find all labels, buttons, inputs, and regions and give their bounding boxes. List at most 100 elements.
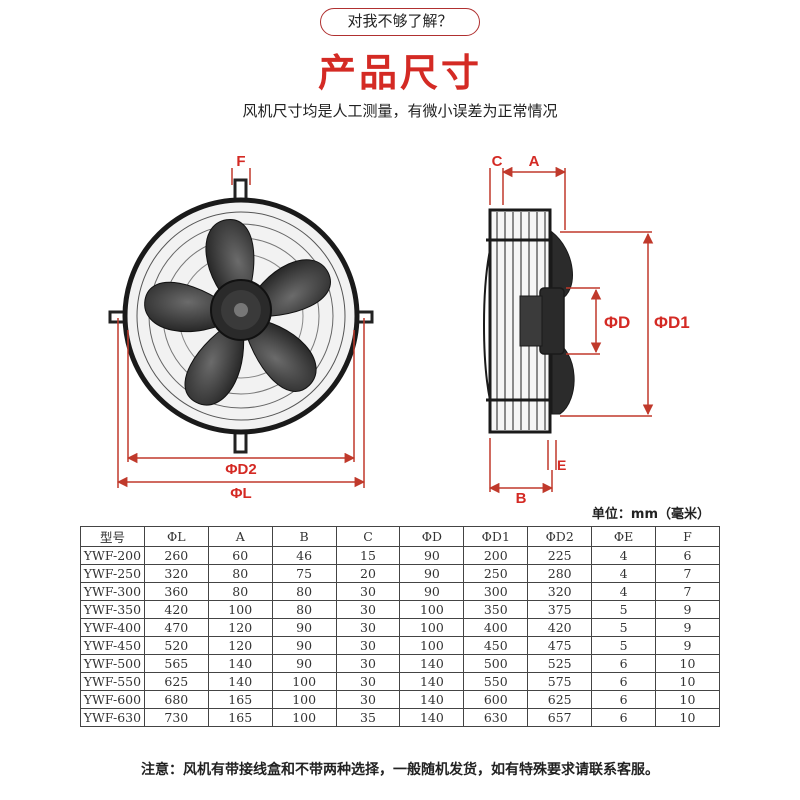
dimension-cell: 30 [335,582,401,601]
dimension-cell: 525 [527,654,593,673]
dimension-cell: 320 [527,582,593,601]
dimension-cell: 30 [335,690,401,709]
dimension-cell: 30 [335,618,401,637]
dimension-cell: 5 [591,600,657,619]
dimension-cell: 475 [527,636,593,655]
dimension-cell: 400 [463,618,529,637]
dimension-cell: 9 [655,636,720,655]
dimension-cell: 600 [463,690,529,709]
model-cell: YWF-450 [80,636,145,655]
dimension-cell: 100 [271,690,337,709]
dimension-cell: 320 [143,564,209,583]
table-header-cell: A [207,526,273,547]
dimension-cell: 100 [399,636,465,655]
dimension-cell: 100 [207,600,273,619]
dim-label-a: A [529,153,540,170]
dimension-cell: 520 [143,636,209,655]
dim-label-e: E [557,457,566,473]
dimension-cell: 30 [335,654,401,673]
model-cell: YWF-600 [80,690,145,709]
dimension-cell: 200 [463,546,529,565]
table-header-cell: 型号 [80,526,145,547]
model-cell: YWF-300 [80,582,145,601]
dimension-cell: 300 [463,582,529,601]
dimension-cell: 100 [271,708,337,727]
dimension-cell: 10 [655,654,720,673]
dimension-cell: 625 [527,690,593,709]
table-header-cell: C [335,526,401,547]
fan-side-view [483,208,575,434]
dimension-cell: 6 [591,708,657,727]
model-cell: YWF-400 [80,618,145,637]
dimension-cell: 140 [399,708,465,727]
dimension-cell: 140 [399,672,465,691]
model-cell: YWF-350 [80,600,145,619]
dimension-cell: 15 [335,546,401,565]
dimension-cell: 6 [591,672,657,691]
dimension-cell: 140 [207,672,273,691]
dimension-cell: 80 [207,582,273,601]
table-header-cell: ΦD [399,526,465,547]
fan-front-view [108,178,374,454]
dimension-cell: 140 [207,654,273,673]
dimension-cell: 680 [143,690,209,709]
dimension-cell: 350 [463,600,529,619]
dimension-cell: 90 [399,582,465,601]
dimension-cell: 80 [271,582,337,601]
dimension-cell: 90 [271,654,337,673]
dimension-cell: 10 [655,708,720,727]
dim-label-d1: ΦD1 [654,313,690,332]
dimension-cell: 165 [207,690,273,709]
dimension-cell: 140 [399,654,465,673]
dimension-cell: 6 [655,546,720,565]
dimension-cell: 35 [335,708,401,727]
dimension-cell: 225 [527,546,593,565]
dim-label-b: B [516,490,527,505]
dimension-cell: 9 [655,600,720,619]
dimension-cell: 30 [335,600,401,619]
dimension-cell: 420 [527,618,593,637]
dimension-cell: 30 [335,636,401,655]
table-header-cell: ΦD1 [463,526,529,547]
front-dimension-lines [116,168,366,488]
table-header-cell: F [655,526,720,547]
dimension-cell: 7 [655,582,720,601]
side-dimension-lines [488,166,654,494]
dimension-cell: 100 [399,600,465,619]
dimension-cell: 90 [399,564,465,583]
dimension-cell: 140 [399,690,465,709]
dimension-cell: 6 [591,690,657,709]
footer-note: 注意：风机有带接线盒和不带两种选择，一般随机发货，如有特殊要求请联系客服。 [141,762,659,778]
dimension-cell: 575 [527,672,593,691]
dimension-cell: 500 [463,654,529,673]
table-header-cell: ΦD2 [527,526,593,547]
dimension-cell: 7 [655,564,720,583]
dimension-cell: 730 [143,708,209,727]
info-pill: 对我不够了解？ [320,8,480,36]
dimension-cell: 250 [463,564,529,583]
unit-label: 单位：mm（毫米） [591,507,710,522]
dimension-cell: 360 [143,582,209,601]
dim-label-l: ΦL [230,485,251,502]
page-subtitle: 风机尺寸均是人工测量，有微小误差为正常情况 [242,102,558,120]
page-title: 产品尺寸 [317,51,482,95]
table-header-cell: ΦL [143,526,209,547]
dimension-cell: 550 [463,672,529,691]
dimension-cell: 165 [207,708,273,727]
model-cell: YWF-630 [80,708,145,727]
dimension-cell: 630 [463,708,529,727]
model-cell: YWF-200 [80,546,145,565]
dimension-cell: 80 [207,564,273,583]
dimension-cell: 60 [207,546,273,565]
dim-label-d: ΦD [604,313,630,332]
dimension-cell: 565 [143,654,209,673]
dimension-cell: 30 [335,672,401,691]
dimension-cell: 90 [271,618,337,637]
model-cell: YWF-500 [80,654,145,673]
